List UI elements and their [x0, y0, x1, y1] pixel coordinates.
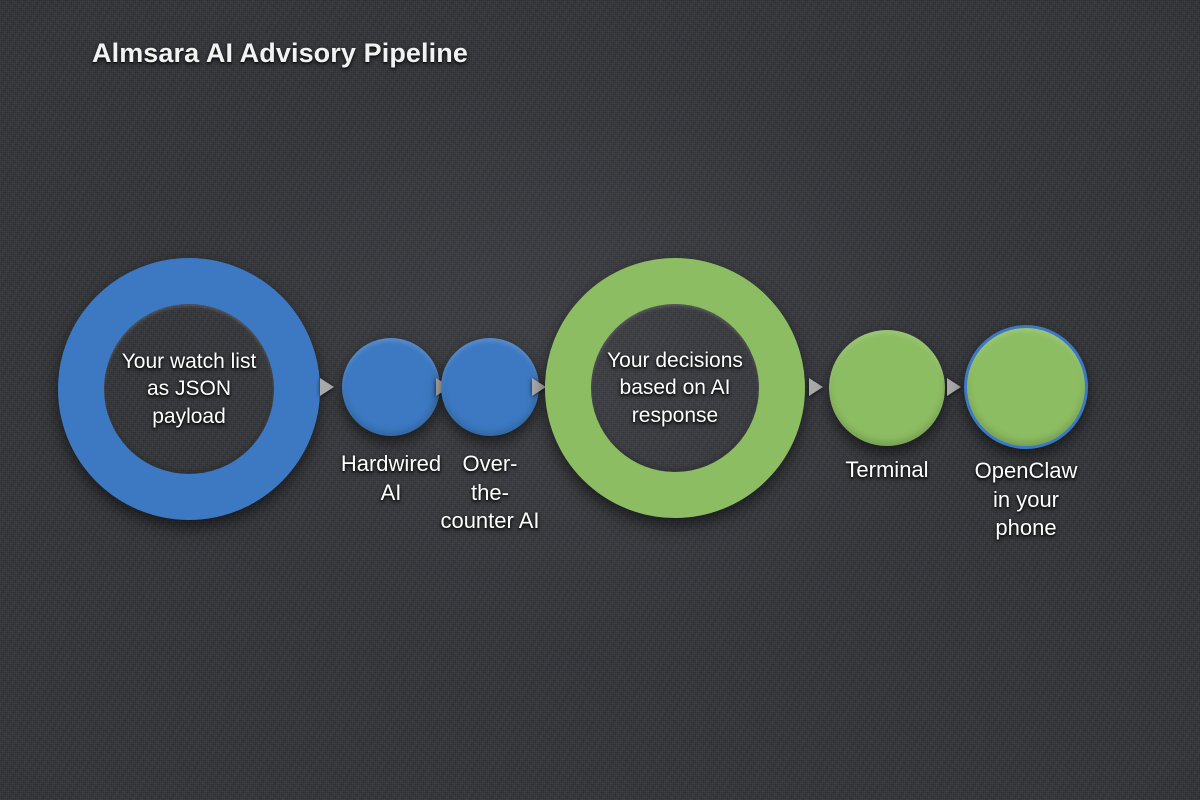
- openclaw-phone-circle: [964, 325, 1088, 449]
- your-decisions-ring: [545, 258, 805, 518]
- openclaw-phone-caption: OpenClaw in your phone: [974, 458, 1078, 541]
- connector-arrow-5: [947, 378, 961, 396]
- pipeline-node-hardwired-ai[interactable]: Hardwired AI: [341, 338, 441, 505]
- pipeline-node-watch-list[interactable]: Your watch list as JSON payload: [58, 258, 320, 520]
- watch-list-ring: [58, 258, 320, 520]
- over-the-counter-ai-caption: Over- the- counter AI: [440, 451, 540, 534]
- over-the-counter-ai-circle: [441, 338, 539, 436]
- connector-arrow-4: [809, 378, 823, 396]
- hardwired-ai-caption: Hardwired AI: [340, 451, 442, 505]
- page-title: Almsara AI Advisory Pipeline: [92, 38, 468, 68]
- pipeline-node-openclaw-phone[interactable]: OpenClaw in your phone: [964, 325, 1088, 540]
- terminal-caption: Terminal: [845, 457, 929, 482]
- terminal-circle: [829, 330, 945, 446]
- pipeline-node-terminal[interactable]: Terminal: [829, 330, 945, 482]
- pipeline-node-your-decisions[interactable]: Your decisions based on AI response: [545, 258, 805, 518]
- connector-arrow-3: [532, 378, 546, 396]
- hardwired-ai-circle: [342, 338, 440, 436]
- pipeline-node-over-the-counter-ai[interactable]: Over- the- counter AI: [440, 338, 540, 533]
- connector-arrow-1: [320, 378, 334, 396]
